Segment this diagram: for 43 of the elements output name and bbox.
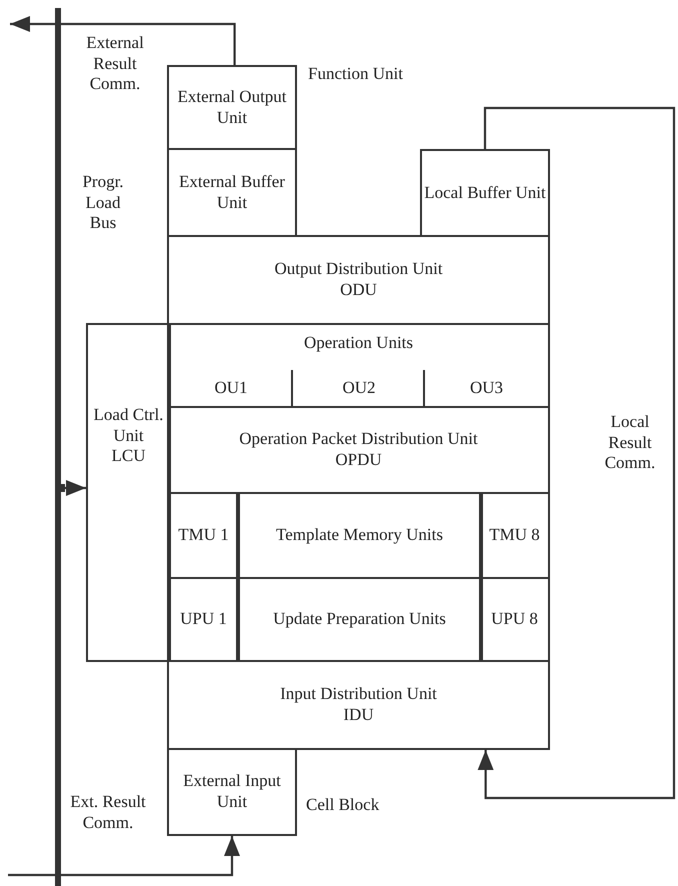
unit-label: Operation Packet Distribution Unit: [239, 429, 478, 450]
unit-box: [236, 492, 483, 579]
unit-label: OPDU: [335, 450, 382, 471]
unit-label: Update Preparation Units: [273, 609, 446, 630]
unit-box: [167, 323, 550, 408]
diagram-label: Function Unit: [308, 64, 404, 85]
unit-label: Template Memory Units: [276, 525, 443, 546]
unit-label: OU1: [214, 378, 248, 398]
unit-label: Output Distribution Unit: [274, 259, 443, 280]
unit-box: [167, 406, 550, 494]
unit-box: [167, 577, 240, 662]
unit-box: [479, 492, 550, 579]
unit-label: TMU 8: [489, 525, 540, 546]
unit-label: IDU: [343, 705, 374, 726]
unit-box: [167, 492, 240, 579]
unit-box: [236, 577, 483, 662]
unit-label: ODU: [340, 280, 377, 301]
unit-label: LCU: [112, 446, 146, 468]
unit-box: [167, 660, 550, 750]
unit-label: External Output Unit: [176, 86, 288, 128]
arrow: [478, 106, 676, 800]
bus-label: Progr. Load Bus: [81, 172, 125, 234]
unit-label: Local Buffer Unit: [424, 182, 546, 204]
unit-label: OU2: [342, 378, 376, 398]
unit-label: TMU 1: [178, 525, 229, 546]
unit-label: UPU 1: [180, 609, 227, 630]
diagram-label: Cell Block: [306, 795, 380, 816]
unit-box: [167, 148, 297, 237]
unit-label: OU3: [470, 378, 504, 398]
unit-box: [420, 149, 550, 237]
unit-label: Operation Units: [304, 333, 414, 354]
unit-box: [167, 65, 297, 150]
arrow: [10, 16, 236, 65]
unit-label: External Input Unit: [182, 771, 282, 813]
unit-label: Load Ctrl. Unit: [92, 405, 164, 446]
arrow: [8, 836, 240, 876]
unit-box: [167, 235, 550, 325]
unit-box: [167, 748, 297, 836]
unit-box: [86, 323, 171, 662]
unit-box: [479, 577, 550, 662]
unit-label: Input Distribution Unit: [280, 684, 437, 705]
unit-label: External Buffer Unit: [178, 172, 286, 214]
unit-label: UPU 8: [491, 609, 538, 630]
